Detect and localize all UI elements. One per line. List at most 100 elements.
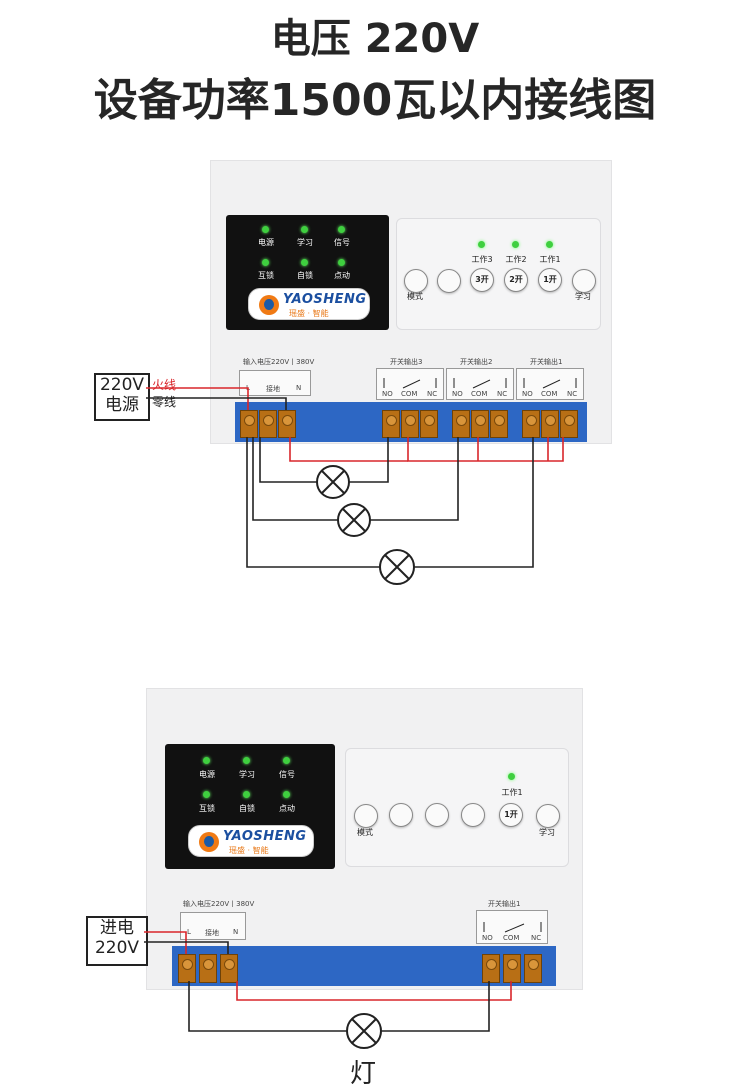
- live-supply-wire: [146, 387, 249, 410]
- logo-brand: YAOSHENG: [283, 292, 367, 307]
- relay-symbol: [523, 378, 577, 389]
- output3-label: 开关输出3: [390, 358, 423, 366]
- input-voltage-label: 输入电压220V丨380V: [243, 358, 315, 366]
- switch-3-button[interactable]: 3开: [470, 268, 494, 292]
- terminal-ground: [259, 410, 277, 438]
- terminal-o3-nc: [420, 410, 438, 438]
- terminal-L: [240, 410, 258, 438]
- indicator-panel-1: 电源 学习 信号 互锁 自锁 点动 YAOSHENG 瑶盛 · 智能: [226, 215, 389, 330]
- led-learn: [243, 757, 250, 764]
- mode-button[interactable]: [354, 804, 378, 828]
- work1-label: 工作1: [539, 255, 561, 264]
- title-line2: 设备功率1500瓦以内接线图: [93, 75, 657, 126]
- lamp-icon: [346, 1013, 382, 1049]
- mode-button[interactable]: [404, 269, 428, 293]
- logo-icon: [259, 295, 279, 315]
- lamp3-wire: [259, 437, 389, 483]
- learn-label: 学习: [539, 828, 555, 837]
- brand-logo: YAOSHENG 瑶盛 · 智能: [188, 825, 314, 857]
- relay-symbol: [453, 378, 507, 389]
- led-work1: [508, 773, 515, 780]
- indicator-panel-2: 电源 学习 信号 互锁 自锁 点动 YAOSHENG 瑶盛 · 智能: [165, 744, 335, 869]
- led-interlock: [203, 791, 210, 798]
- terminal-o1-nc: [524, 954, 542, 983]
- led-selflock: [301, 259, 308, 266]
- blank-button[interactable]: [425, 803, 449, 827]
- relay-symbol: [383, 378, 437, 389]
- terminal-o1-com: [541, 410, 559, 438]
- lamp2-wire: [252, 437, 459, 521]
- relay-com: COM: [471, 390, 488, 398]
- relay-no: NO: [382, 390, 393, 398]
- logo-icon: [199, 832, 219, 852]
- lamp-label: 灯: [350, 1059, 377, 1089]
- control-panel-2: 模式 工作1 1开 学习: [345, 748, 569, 867]
- source-label-1: 220V 电源: [94, 373, 150, 421]
- lamp-icon: [316, 465, 350, 499]
- relay-com: COM: [541, 390, 558, 398]
- terminal-ground: 接地: [205, 929, 219, 937]
- terminal-o1-no: [482, 954, 500, 983]
- relay-nc: NC: [567, 390, 578, 398]
- output2-box: NO COM NC: [446, 368, 514, 400]
- terminal-ground: [199, 954, 217, 983]
- live-bus-wire: [236, 981, 512, 1001]
- input-terminal-box: L 接地 N: [239, 370, 311, 396]
- terminal-L: [178, 954, 196, 983]
- work1-label: 工作1: [501, 788, 523, 797]
- brand-logo: YAOSHENG 瑶盛 · 智能: [248, 288, 370, 320]
- led-power: [203, 757, 210, 764]
- logo-sub: 瑶盛 · 智能: [289, 309, 329, 318]
- relay-no: NO: [452, 390, 463, 398]
- terminal-N: [220, 954, 238, 983]
- terminal-N: N: [296, 384, 302, 392]
- led-work1: [546, 241, 553, 248]
- switch-1-button[interactable]: 1开: [538, 268, 562, 292]
- input-voltage-label: 输入电压220V丨380V: [183, 900, 255, 908]
- indicator-label: 信号: [279, 770, 295, 779]
- live-supply-wire: [144, 931, 187, 954]
- terminal-o3-com: [401, 410, 419, 438]
- switch-1-button[interactable]: 1开: [499, 803, 523, 827]
- output2-label: 开关输出2: [460, 358, 493, 366]
- indicator-label: 学习: [297, 238, 313, 247]
- relay-nc: NC: [427, 390, 438, 398]
- relay-nc: NC: [531, 934, 542, 942]
- mode-label: 模式: [357, 828, 373, 837]
- switch-2-button[interactable]: 2开: [504, 268, 528, 292]
- input-terminal-box: L 接地 N: [180, 912, 246, 940]
- relay-no: NO: [482, 934, 493, 942]
- indicator-label: 电源: [258, 238, 274, 247]
- indicator-label: 学习: [239, 770, 255, 779]
- neutral-supply-wire: [144, 941, 229, 954]
- lamp-wire: [188, 981, 490, 1032]
- blank-button[interactable]: [437, 269, 461, 293]
- led-power: [262, 226, 269, 233]
- relay-com: COM: [503, 934, 520, 942]
- indicator-label: 信号: [334, 238, 350, 247]
- logo-brand: YAOSHENG: [223, 829, 307, 844]
- learn-button[interactable]: [536, 804, 560, 828]
- indicator-label: 自锁: [297, 271, 313, 280]
- neutral-supply-wire: [146, 397, 287, 410]
- control-panel-1: 模式 工作3 3开 工作2 2开 工作1 1开 学习: [396, 218, 601, 330]
- output1-label: 开关输出1: [488, 900, 521, 908]
- mode-label: 模式: [407, 292, 423, 301]
- work2-label: 工作2: [505, 255, 527, 264]
- led-signal: [338, 226, 345, 233]
- terminal-o1-com: [503, 954, 521, 983]
- led-work3: [478, 241, 485, 248]
- blank-button[interactable]: [389, 803, 413, 827]
- output1-box: NO COM NC: [476, 910, 548, 944]
- terminal-o2-nc: [490, 410, 508, 438]
- blank-button[interactable]: [461, 803, 485, 827]
- indicator-label: 互锁: [199, 804, 215, 813]
- learn-button[interactable]: [572, 269, 596, 293]
- terminal-N: N: [233, 928, 239, 936]
- lamp-icon: [379, 549, 415, 585]
- led-signal: [283, 757, 290, 764]
- indicator-label: 自锁: [239, 804, 255, 813]
- led-interlock: [262, 259, 269, 266]
- output3-box: NO COM NC: [376, 368, 444, 400]
